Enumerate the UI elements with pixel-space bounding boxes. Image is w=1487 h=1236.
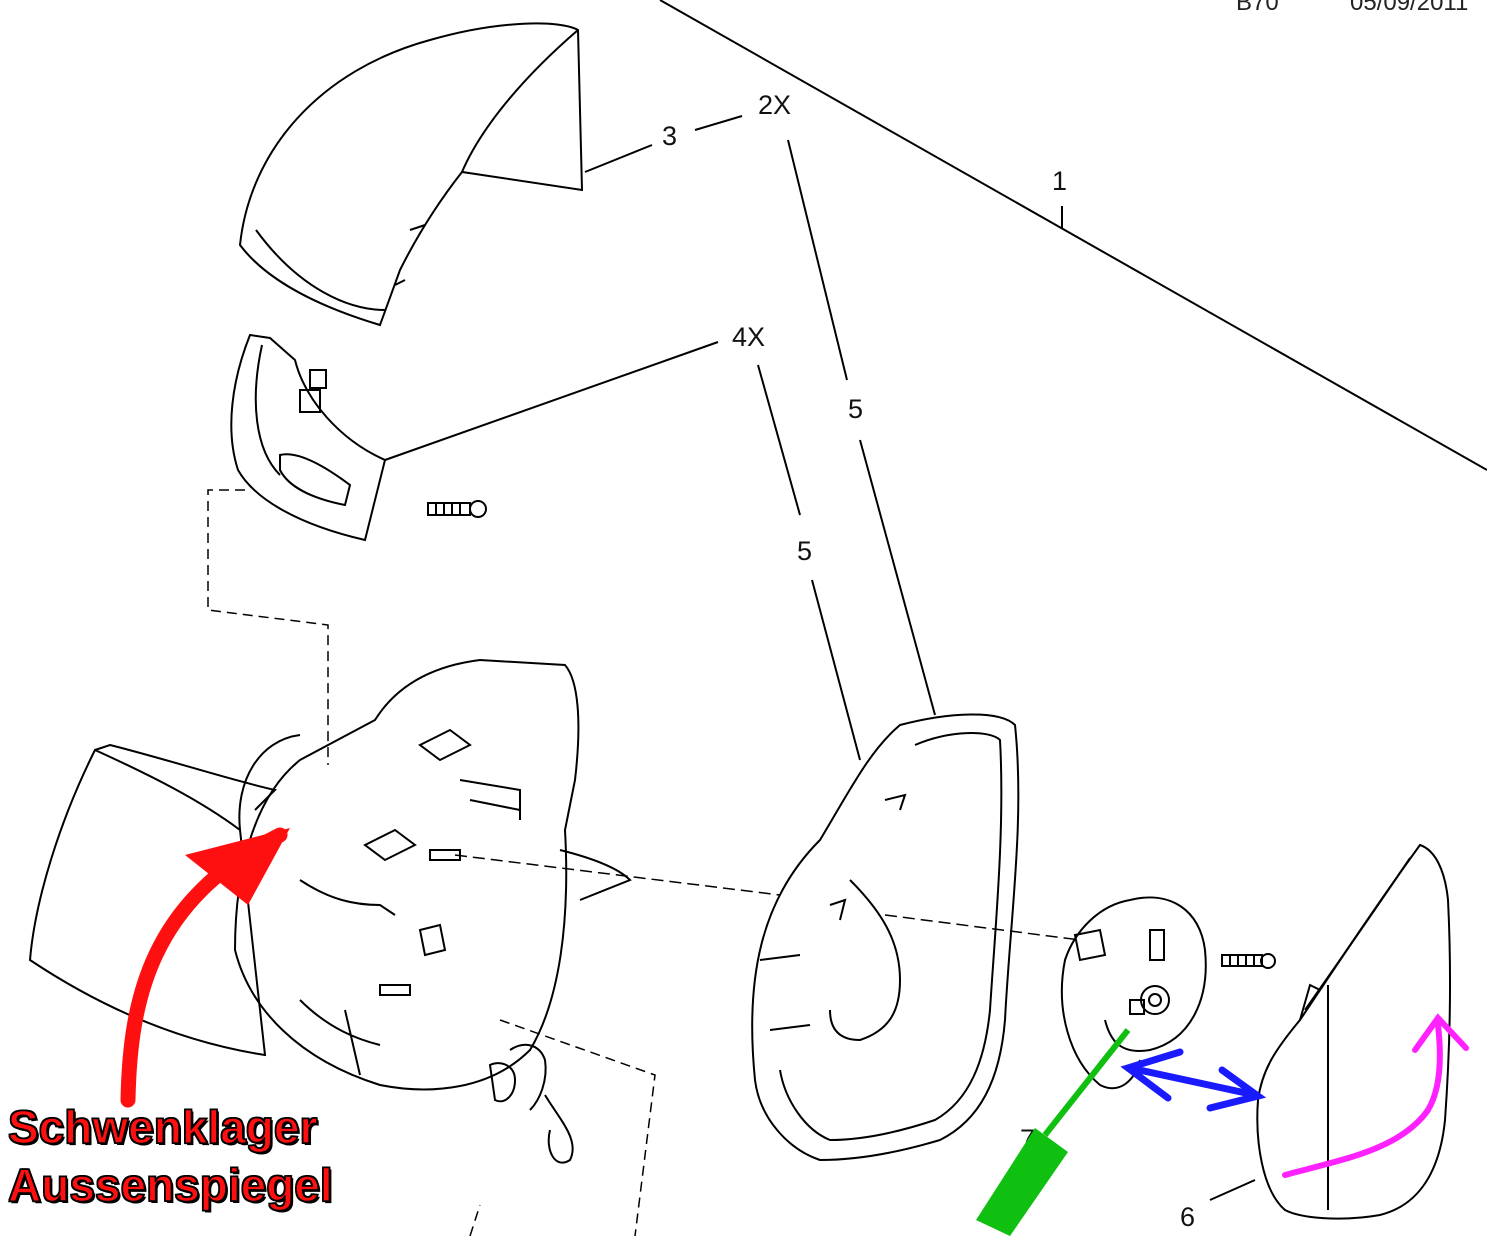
dashed-guide-right	[884, 914, 1081, 941]
magenta-rotate-arrow	[1282, 1013, 1469, 1178]
mirror-glass-part	[1256, 843, 1452, 1220]
assembly-bracket-line	[659, 0, 1487, 471]
mirror-frame-part	[751, 713, 1020, 1162]
blue-double-arrow	[1120, 1048, 1267, 1112]
leader-5a	[787, 139, 848, 381]
callout-1: 1	[1052, 166, 1067, 196]
screw-motor	[1221, 953, 1276, 969]
caption-line-2: Aussenspiegel	[7, 1158, 333, 1212]
leader-6	[1209, 1179, 1256, 1201]
screw-small	[427, 500, 487, 518]
leader-3	[584, 144, 653, 173]
caption-line-1: Schwenklager	[7, 1100, 318, 1154]
callout-6: 6	[1180, 1202, 1195, 1232]
callout-3: 3	[662, 121, 677, 151]
leader-5b-lower	[811, 579, 861, 761]
dashed-guide-left	[207, 489, 329, 765]
callout-5a: 5	[848, 394, 863, 424]
leader-5a-lower	[859, 439, 936, 716]
red-pivot-arrow	[120, 827, 290, 1108]
leader-3-2x	[694, 115, 743, 131]
mirror-base-housing	[28, 658, 632, 1164]
dashed-guide-bottom	[499, 1019, 656, 1236]
leader-4	[384, 341, 719, 461]
turn-signal-part	[230, 333, 387, 542]
dashed-guide-center	[454, 854, 781, 896]
adjustment-motor-part	[1061, 896, 1207, 1090]
header-date: 05/09/2011	[1350, 0, 1468, 16]
callout-5b: 5	[797, 536, 812, 566]
pivot-bearing-caption: Schwenklager Aussenspiegel	[7, 1098, 333, 1214]
callout-2x: 2X	[758, 90, 791, 120]
leader-5b	[757, 364, 801, 516]
green-tool	[976, 1028, 1131, 1236]
mirror-cap-part	[238, 22, 584, 327]
header-code: B70	[1236, 0, 1279, 16]
dashed-guide-bottom2	[469, 1204, 481, 1236]
callout-4x: 4X	[732, 322, 765, 352]
